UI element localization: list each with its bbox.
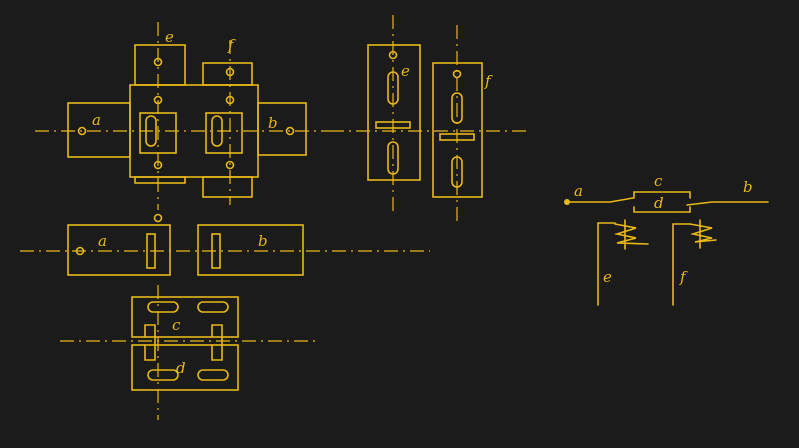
bottom-assembly: c d — [60, 285, 320, 420]
label-e: e — [165, 28, 174, 46]
label-b: b — [268, 114, 278, 132]
label-a-mid: a — [98, 232, 107, 250]
schematic-label-b: b — [743, 178, 753, 196]
label-f-side: f — [484, 72, 493, 90]
schematic-label-e: e — [603, 268, 612, 286]
label-b-mid: b — [258, 232, 268, 250]
label-d: d — [176, 359, 186, 377]
label-e-side: e — [401, 62, 410, 80]
schematic-label-c: c — [654, 172, 663, 190]
middle-row: a b — [20, 224, 430, 276]
label-c: c — [172, 316, 181, 334]
schematic-label-a: a — [574, 182, 583, 200]
label-a: a — [92, 111, 101, 129]
circuit-schematic: a c d b e f — [564, 172, 769, 306]
schematic-label-f: f — [679, 268, 688, 286]
top-assembly: a b e f — [35, 22, 330, 223]
label-f: f — [227, 36, 236, 54]
side-views: e f — [330, 15, 530, 222]
schematic-label-d: d — [654, 194, 664, 212]
